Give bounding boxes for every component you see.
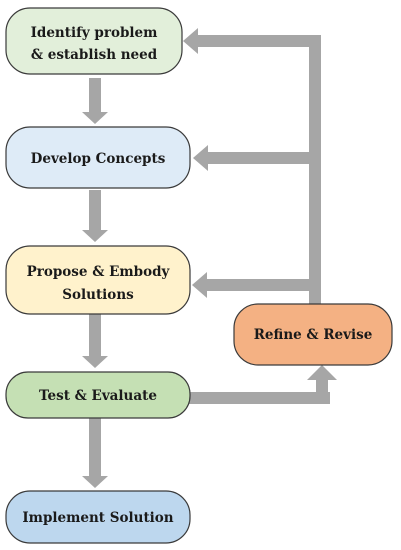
arrow-test-to-implement [82, 418, 108, 488]
arrow-propose-to-test [82, 314, 108, 368]
arrow-test-to-refine-head [307, 365, 337, 380]
feedback-to-propose-head [192, 272, 207, 298]
node-refine-label: Refine & Revise [254, 327, 373, 343]
feedback-to-develop-line [206, 152, 321, 164]
arrows [82, 28, 337, 488]
arrow-identify-to-develop [82, 78, 108, 124]
node-implement-label: Implement Solution [22, 510, 173, 526]
node-develop-concepts: Develop Concepts [5, 126, 191, 189]
arrow-develop-to-propose [82, 190, 108, 242]
node-identify-label-line1: Identify problem [31, 25, 158, 41]
node-propose-label-line2: Solutions [62, 287, 134, 303]
feedback-trunk [309, 35, 321, 305]
node-identify-problem: Identify problem & establish need [5, 7, 183, 75]
feedback-to-identify-head [183, 28, 198, 54]
node-refine-box [233, 303, 393, 366]
feedback-to-identify-line [196, 35, 321, 47]
node-test-evaluate: Test & Evaluate [5, 371, 191, 419]
node-identify-box [5, 7, 183, 75]
node-propose-solutions: Propose & Embody Solutions [5, 245, 191, 315]
arrow-test-to-refine-vertical [316, 378, 328, 404]
feedback-to-develop-head [193, 145, 208, 171]
node-propose-label-line1: Propose & Embody [27, 264, 171, 280]
arrow-test-to-refine-horizontal [188, 392, 330, 404]
node-develop-box [5, 126, 191, 189]
node-implement-box [5, 490, 191, 544]
node-test-label: Test & Evaluate [39, 388, 157, 404]
node-develop-label: Develop Concepts [31, 151, 166, 167]
node-refine-revise: Refine & Revise [233, 303, 393, 366]
node-identify-label-line2: & establish need [31, 47, 158, 63]
node-test-box [5, 371, 191, 419]
node-propose-box [5, 245, 191, 315]
node-implement-solution: Implement Solution [5, 490, 191, 544]
feedback-to-propose-line [205, 279, 321, 291]
